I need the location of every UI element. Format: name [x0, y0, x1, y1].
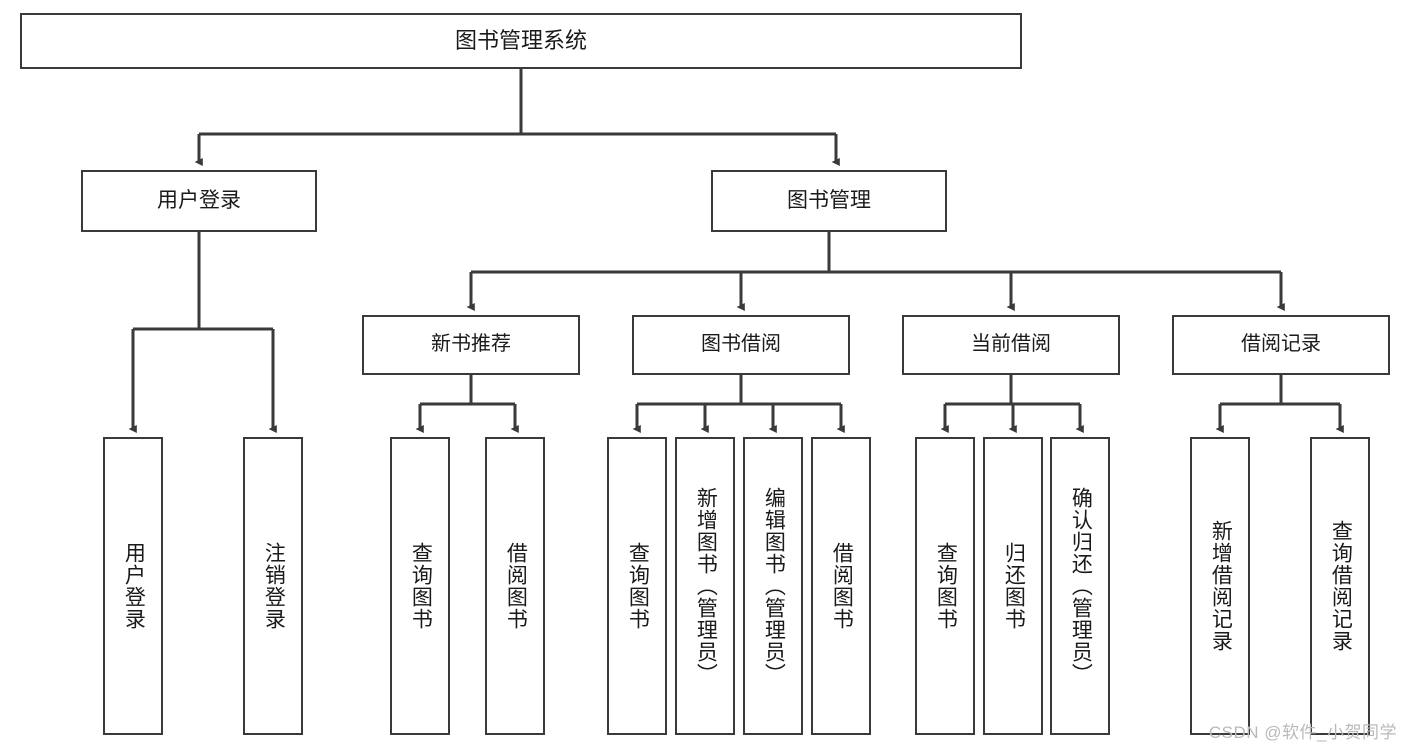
- leaf-query-book-newbook[interactable]: 查询图书: [390, 437, 450, 735]
- node-new-book-recommend[interactable]: 新书推荐: [362, 315, 580, 375]
- node-current-borrow[interactable]: 当前借阅: [902, 315, 1120, 375]
- node-borrow-record[interactable]: 借阅记录: [1172, 315, 1390, 375]
- node-user-login-label: 用户登录: [157, 188, 241, 212]
- leaf-logout-label: 注销登录: [262, 542, 286, 630]
- leaf-add-borrow-record[interactable]: 新增借阅记录: [1190, 437, 1250, 735]
- leaf-user-login[interactable]: 用户登录: [103, 437, 163, 735]
- node-book-management-label: 图书管理: [787, 188, 871, 212]
- node-book-borrow-label: 图书借阅: [701, 333, 781, 356]
- leaf-add-book-admin-label: 新增图书（管理员）: [694, 487, 718, 685]
- leaf-lend-book[interactable]: 借阅图书: [811, 437, 871, 735]
- leaf-logout[interactable]: 注销登录: [243, 437, 303, 735]
- node-current-borrow-label: 当前借阅: [971, 333, 1051, 356]
- leaf-edit-book-admin[interactable]: 编辑图书（管理员）: [743, 437, 803, 735]
- leaf-query-book-current[interactable]: 查询图书: [915, 437, 975, 735]
- node-new-book-recommend-label: 新书推荐: [431, 333, 511, 356]
- node-book-borrow[interactable]: 图书借阅: [632, 315, 850, 375]
- leaf-query-book-borrow-label: 查询图书: [626, 542, 650, 630]
- leaf-query-borrow-record-label: 查询借阅记录: [1329, 520, 1353, 652]
- leaf-edit-book-admin-label: 编辑图书（管理员）: [762, 487, 786, 685]
- node-book-management[interactable]: 图书管理: [711, 170, 947, 232]
- leaf-return-book[interactable]: 归还图书: [983, 437, 1043, 735]
- leaf-query-borrow-record[interactable]: 查询借阅记录: [1310, 437, 1370, 735]
- leaf-return-book-label: 归还图书: [1002, 542, 1026, 630]
- leaf-lend-book-label: 借阅图书: [830, 542, 854, 630]
- node-root-label: 图书管理系统: [454, 28, 587, 54]
- leaf-query-book-current-label: 查询图书: [934, 542, 958, 630]
- csdn-watermark: CSDN @软件_小贺同学: [1208, 723, 1397, 742]
- node-user-login[interactable]: 用户登录: [81, 170, 317, 232]
- node-borrow-record-label: 借阅记录: [1241, 333, 1321, 356]
- leaf-borrow-book-newbook[interactable]: 借阅图书: [485, 437, 545, 735]
- node-root[interactable]: 图书管理系统: [20, 13, 1022, 69]
- leaf-borrow-book-newbook-label: 借阅图书: [504, 542, 528, 630]
- leaf-confirm-return-admin-label: 确认归还（管理员）: [1069, 487, 1093, 685]
- leaf-user-login-label: 用户登录: [122, 542, 146, 630]
- leaf-add-borrow-record-label: 新增借阅记录: [1209, 520, 1233, 652]
- leaf-query-book-borrow[interactable]: 查询图书: [607, 437, 667, 735]
- leaf-query-book-newbook-label: 查询图书: [409, 542, 433, 630]
- leaf-add-book-admin[interactable]: 新增图书（管理员）: [675, 437, 735, 735]
- leaf-confirm-return-admin[interactable]: 确认归还（管理员）: [1050, 437, 1110, 735]
